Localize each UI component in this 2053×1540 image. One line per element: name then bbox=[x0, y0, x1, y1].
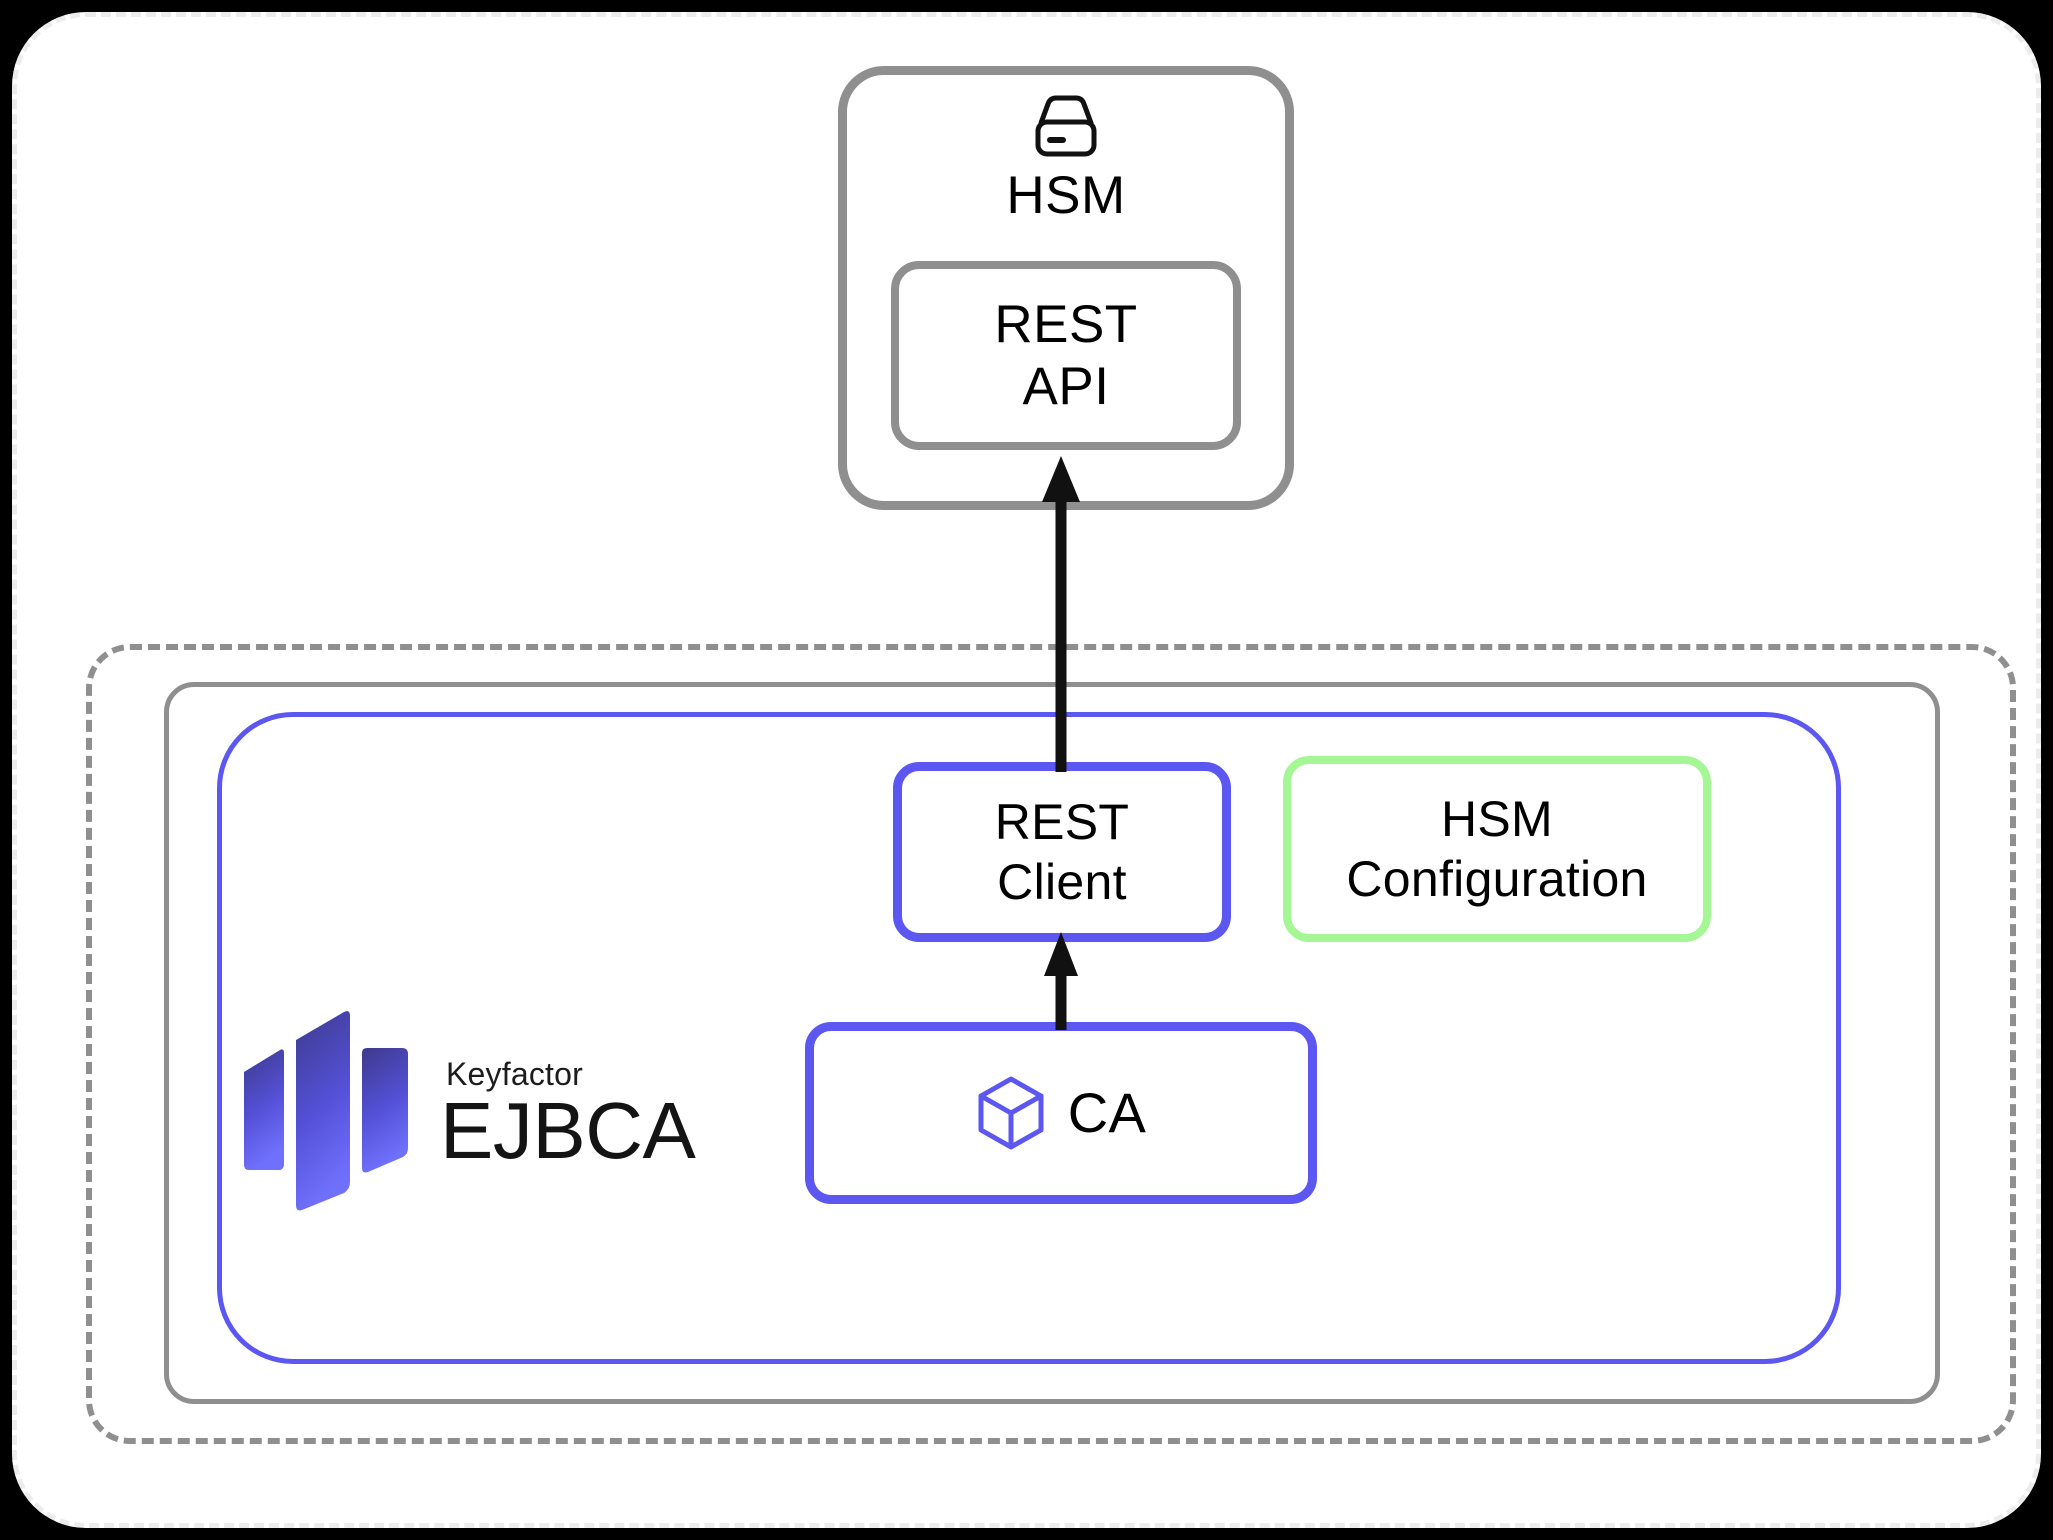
keyfactor-bars-logo-icon bbox=[244, 1011, 408, 1211]
arrow-rest-client-to-rest-api bbox=[1042, 456, 1080, 772]
rest-client-container: REST Client bbox=[893, 762, 1231, 942]
hsm-label: HSM bbox=[1006, 166, 1126, 225]
ejbca-blue-boundary bbox=[217, 712, 1841, 1364]
hsm-configuration-container: HSM Configuration bbox=[1283, 756, 1711, 942]
rest-api-label-line1: REST bbox=[994, 295, 1138, 355]
rest-api-container: REST API bbox=[891, 261, 1241, 450]
cube-icon bbox=[978, 1076, 1044, 1150]
rest-client-label-line2: Client bbox=[997, 854, 1127, 910]
ejbca-brand-lockup: Keyfactor EJBCA bbox=[238, 1000, 718, 1220]
hsm-container: HSM REST API bbox=[838, 66, 1294, 510]
rest-client-label-line1: REST bbox=[994, 794, 1130, 850]
hsm-configuration-label-line1: HSM bbox=[1440, 791, 1553, 847]
hsm-configuration-label-line2: Configuration bbox=[1346, 851, 1648, 907]
keyfactor-vendor-label: Keyfactor bbox=[446, 1055, 583, 1092]
hard-drive-icon bbox=[1035, 95, 1097, 157]
outer-dashed-boundary bbox=[86, 644, 2016, 1444]
ejbca-product-label: EJBCA bbox=[440, 1085, 696, 1175]
ejbca-wordmark: Keyfactor EJBCA bbox=[440, 1048, 696, 1175]
rest-api-label-line2: API bbox=[1022, 356, 1110, 416]
arrow-ca-to-rest-client bbox=[1044, 932, 1078, 1030]
ca-label: CA bbox=[1067, 1081, 1147, 1144]
middle-gray-boundary bbox=[164, 682, 1940, 1404]
ca-container: CA bbox=[805, 1022, 1317, 1204]
